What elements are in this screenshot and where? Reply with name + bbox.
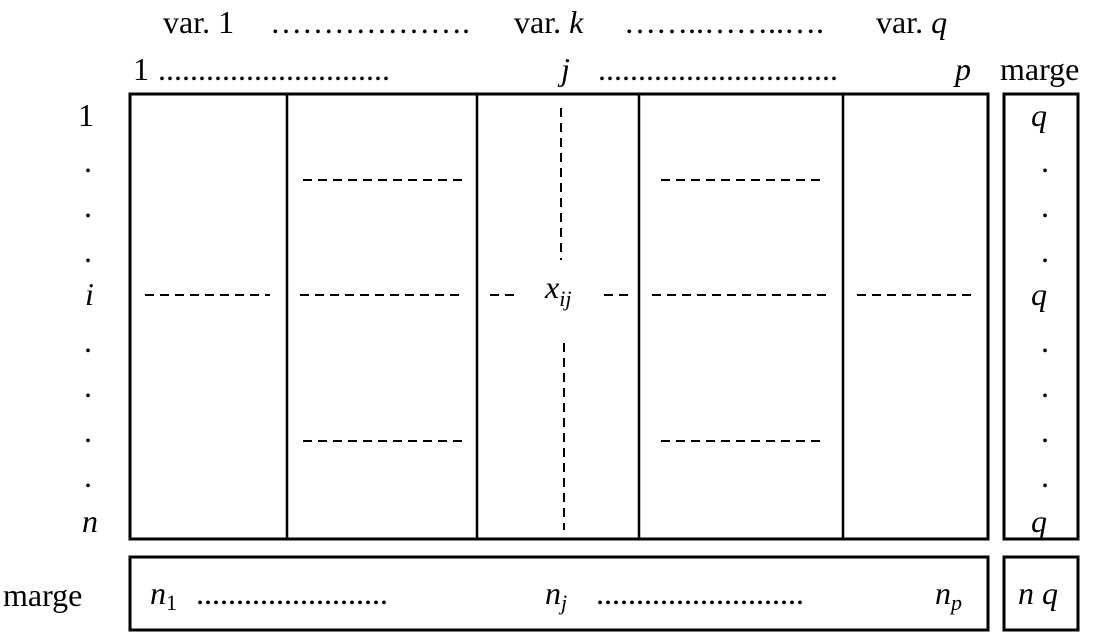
row-n-label: n [82, 503, 98, 539]
margin-q: q [1031, 276, 1047, 312]
column-header: 1 ............................. j ......… [133, 51, 1079, 87]
main-table: xij [128, 92, 990, 541]
col-1-label: 1 [133, 51, 149, 87]
margin-dot: . [1041, 233, 1049, 269]
total-box-border [1002, 555, 1080, 632]
margin-n-1: n1 [150, 575, 177, 615]
marge-row-label: marge [3, 577, 82, 613]
margin-n-j: nj [545, 575, 567, 615]
margin-dot: . [1041, 323, 1049, 359]
right-margin-border [1002, 92, 1080, 541]
margin-dot: . [1041, 413, 1049, 449]
marge-column-label: marge [1000, 51, 1079, 87]
row-dot: . [84, 143, 92, 179]
row-1-label: 1 [78, 97, 94, 133]
var-dots-1: ………………. [270, 4, 470, 40]
margin-dot: . [1041, 188, 1049, 224]
col-dots-1: ............................. [158, 51, 390, 87]
cell-x-ij: xij [544, 269, 571, 311]
margin-dot: . [1041, 368, 1049, 404]
row-dot: . [84, 323, 92, 359]
row-dot: . [84, 368, 92, 404]
variable-header: var. 1 ………………. var. k ……..……..…. var. q [163, 4, 947, 40]
margin-q: q [1031, 97, 1047, 133]
col-p-label: p [953, 51, 971, 87]
row-i-label: i [85, 276, 94, 312]
row-dot: . [84, 233, 92, 269]
col-j-label: j [557, 51, 570, 87]
margin-dot: . [1041, 143, 1049, 179]
margin-dots-1: ........................ [196, 575, 388, 611]
margin-q: q [1031, 503, 1047, 539]
row-dot: . [84, 188, 92, 224]
margin-dot: . [1041, 458, 1049, 494]
var-k-label: var. k [514, 4, 584, 40]
col-dots-2: .............................. [598, 51, 838, 87]
var-dots-2: ……..……..…. [624, 4, 824, 40]
right-margin-column: q . . . q . . . . q [1002, 92, 1080, 541]
bottom-margin-border [128, 555, 990, 632]
var-1-label: var. 1 [163, 4, 234, 40]
row-labels: 1 . . . i . . . . n [78, 97, 98, 539]
margin-n-p: np [935, 575, 962, 615]
var-q-label: var. q [876, 4, 947, 40]
margin-dots-2: .......................... [596, 575, 804, 611]
row-dot: . [84, 413, 92, 449]
row-dot: . [84, 458, 92, 494]
bottom-margin-row: marge n1 ........................ nj ...… [3, 555, 1080, 632]
main-table-border [128, 92, 990, 541]
